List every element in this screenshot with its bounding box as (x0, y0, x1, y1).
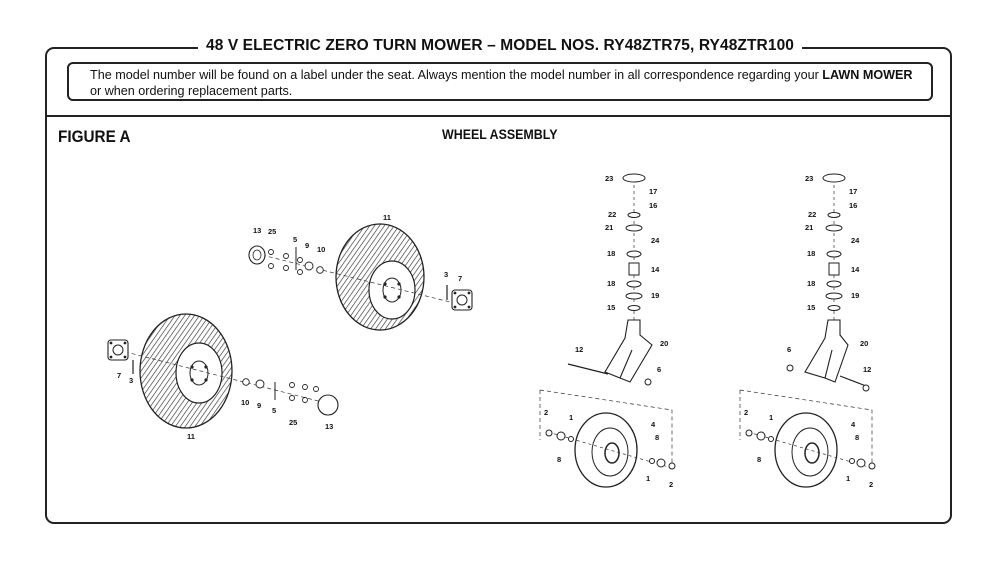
part-callout: 7 (117, 371, 121, 380)
part-callout: 8 (655, 433, 659, 442)
part-callout: 20 (860, 339, 868, 348)
part-callout: 13 (325, 422, 333, 431)
part-callout: 15 (607, 303, 615, 312)
part-callout: 18 (607, 279, 615, 288)
part-callout: 12 (575, 345, 583, 354)
figure-label: FIGURE A (58, 127, 131, 146)
part-callout: 24 (851, 236, 860, 245)
part-callout: 8 (557, 455, 561, 464)
part-callout: 18 (607, 249, 615, 258)
part-callout: 25 (289, 418, 297, 427)
rear-wheel-lower: 7 3 10 9 5 25 11 13 (107, 313, 339, 441)
part-callout: 4 (851, 420, 856, 429)
part-callout: 12 (863, 365, 871, 374)
part-callout: 17 (849, 187, 857, 196)
section-divider (46, 115, 951, 117)
page-title: 48 V ELECTRIC ZERO TURN MOWER – MODEL NO… (0, 37, 1000, 55)
part-callout: 16 (849, 201, 857, 210)
part-callout: 11 (383, 213, 391, 222)
part-callout: 1 (646, 474, 650, 483)
part-callout: 4 (651, 420, 656, 429)
part-callout: 3 (129, 376, 133, 385)
part-callout: 19 (851, 291, 859, 300)
model-number-notice: The model number will be found on a labe… (67, 62, 933, 101)
part-callout: 13 (253, 226, 261, 235)
part-callout: 9 (257, 401, 261, 410)
part-callout: 2 (869, 480, 873, 489)
part-callout: 10 (241, 398, 249, 407)
part-callout: 22 (608, 210, 616, 219)
part-callout: 17 (649, 187, 657, 196)
hub-cap (248, 245, 266, 265)
caster-assembly-left: 23 17 16 22 21 24 18 14 18 19 15 20 12 6… (539, 173, 676, 489)
hub-flange (451, 289, 473, 311)
part-callout: 6 (787, 345, 791, 354)
part-callout: 1 (769, 413, 773, 422)
part-callout: 23 (605, 174, 613, 183)
part-callout: 6 (657, 365, 661, 374)
part-callout: 2 (744, 408, 748, 417)
part-callout: 8 (757, 455, 761, 464)
part-callout: 5 (293, 235, 297, 244)
part-callout: 8 (855, 433, 859, 442)
part-callout: 10 (317, 245, 325, 254)
dust-cap (622, 173, 646, 183)
part-callout: 15 (807, 303, 815, 312)
caster-fork (804, 319, 849, 383)
part-callout: 3 (444, 270, 448, 279)
hub-cap (317, 394, 339, 416)
part-callout: 25 (268, 227, 276, 236)
part-callout: 9 (305, 241, 309, 250)
part-callout: 21 (605, 223, 613, 232)
part-callout: 14 (851, 265, 860, 274)
part-callout: 23 (805, 174, 813, 183)
part-callout: 1 (846, 474, 850, 483)
part-callout: 11 (187, 432, 195, 441)
part-callout: 7 (458, 274, 462, 283)
part-callout: 18 (807, 279, 815, 288)
part-callout: 2 (669, 480, 673, 489)
part-callout: 24 (651, 236, 660, 245)
part-callout: 14 (651, 265, 660, 274)
caster-fork (604, 319, 653, 383)
part-callout: 2 (544, 408, 548, 417)
part-callout: 5 (272, 406, 276, 415)
caster-assembly-right: 23 17 16 22 21 24 18 14 18 19 15 20 6 12… (739, 173, 876, 489)
hub-flange (107, 339, 129, 361)
part-callout: 22 (808, 210, 816, 219)
rear-wheel-upper: 13 25 5 9 10 11 3 7 (248, 213, 473, 331)
part-callout: 19 (651, 291, 659, 300)
part-callout: 18 (807, 249, 815, 258)
part-callout: 1 (569, 413, 573, 422)
part-callout: 21 (805, 223, 813, 232)
section-title: WHEEL ASSEMBLY (442, 127, 558, 142)
dust-cap (822, 173, 846, 183)
part-callout: 16 (649, 201, 657, 210)
part-callout: 20 (660, 339, 668, 348)
